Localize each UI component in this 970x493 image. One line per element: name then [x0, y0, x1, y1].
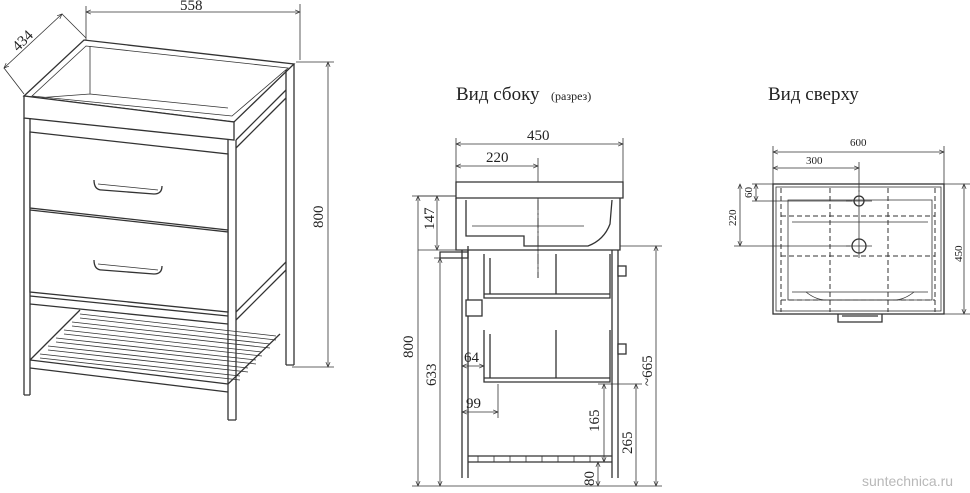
side-legs-label: 633	[424, 364, 440, 387]
side-inner-dimension: ~665	[620, 246, 662, 486]
iso-depth-label: 434	[10, 27, 38, 55]
side-shelf-label: 165	[587, 410, 603, 433]
side-view-title: Вид сбоку	[456, 84, 540, 105]
iso-width-label: 558	[180, 0, 203, 14]
side-sink-offset-label: 220	[486, 150, 509, 166]
top-drain-label: 60	[743, 187, 755, 199]
side-legs-dimension: 633	[424, 258, 462, 486]
watermark: suntechnica.ru	[862, 473, 953, 489]
side-sink-depth-label: 147	[422, 207, 438, 230]
iso-height-dimension: 800	[292, 62, 334, 367]
top-tap-dimension: 220	[727, 184, 850, 246]
side-foot-dimension: 80	[582, 462, 598, 486]
top-tap-label: 220	[727, 209, 739, 226]
side-drawer-offset-dimension: 64	[462, 350, 484, 366]
top-view: Вид сверху 600 300	[727, 84, 970, 323]
side-foot-label: 80	[582, 471, 598, 486]
side-shelf-dimension: 165	[587, 384, 618, 462]
side-lower-offset-dimension: 99	[462, 384, 498, 418]
top-center-label: 300	[806, 155, 823, 167]
side-view-subtitle: (разрез)	[551, 89, 591, 103]
side-shelf-top-dimension: 265	[618, 384, 642, 486]
top-depth-label: 450	[953, 245, 965, 262]
side-width-label: 450	[527, 128, 550, 144]
top-center-dimension: 300	[773, 155, 859, 192]
side-total-height-label: 800	[401, 336, 417, 359]
side-total-height-dimension: 800	[401, 196, 462, 486]
iso-height-label: 800	[311, 206, 327, 229]
top-view-title: Вид сверху	[768, 84, 859, 105]
side-sink-depth-dimension: 147	[418, 196, 456, 250]
side-view: Вид сбоку (разрез) 450 220 147	[401, 84, 662, 486]
side-width-dimension: 450	[456, 128, 623, 196]
top-drain-dimension: 60	[743, 184, 852, 201]
top-width-label: 600	[850, 137, 867, 149]
iso-width-dimension: 558	[86, 0, 300, 60]
isometric-view: 558 434 800	[4, 0, 334, 421]
top-depth-dimension: 450	[944, 184, 970, 314]
side-lower-offset-label: 99	[466, 396, 481, 412]
side-inner-label: ~665	[640, 355, 656, 386]
iso-depth-dimension: 434	[4, 14, 87, 95]
side-drawer-offset-label: 64	[464, 350, 480, 366]
side-shelf-top-label: 265	[620, 432, 636, 455]
